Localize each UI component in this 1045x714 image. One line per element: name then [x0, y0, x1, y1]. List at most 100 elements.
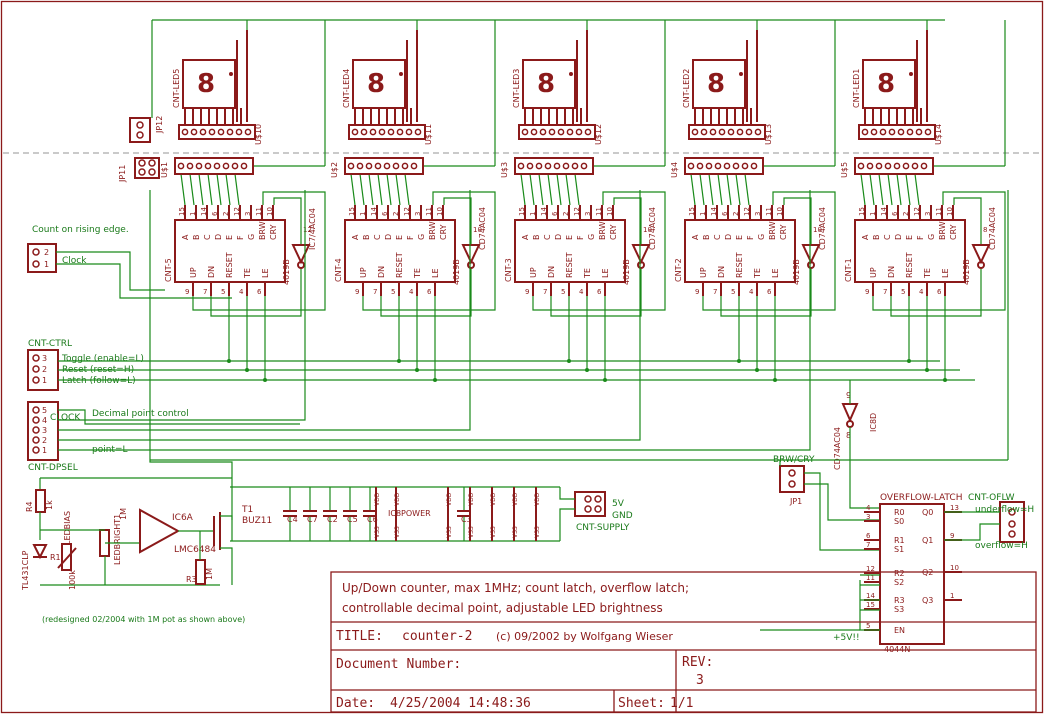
pin-number: 15 [858, 207, 866, 216]
pin-number: 3 [584, 212, 592, 216]
oflw-pin-number: 1 [950, 592, 954, 600]
inverter-part: CD74AC04 [818, 207, 827, 250]
pin-number-bottom: 4 [239, 288, 244, 296]
pin-label: G [417, 234, 426, 240]
pin-number: 15 [688, 207, 696, 216]
counter-stage-2: 8CNT-LED4U$11U$2A15B1C14D6E2F12G3BRW11CR… [330, 30, 487, 296]
pin-number: 10 [606, 207, 614, 216]
counter-ic: A15B1C14D6E2F12G3BRW11CRY10UP9DN7RESET5T… [504, 205, 626, 296]
oflw-pin-number: 10 [950, 564, 959, 572]
svg-text:8: 8 [367, 69, 385, 99]
pin-label: F [406, 235, 415, 240]
oflw-pin-label: S1 [894, 545, 904, 554]
pin-number-bottom: 4 [409, 288, 414, 296]
pin-number-bottom: 5 [561, 288, 565, 296]
clock-connector: Count on rising edge. 2 1 Clock [27, 225, 232, 299]
vss-label: VSS [534, 526, 541, 538]
sheet-value: 1/1 [670, 696, 693, 711]
pin-number: 15 [348, 207, 356, 216]
dpsel-pin1: 1 [42, 446, 47, 455]
led-us-label: U$13 [764, 124, 773, 145]
description-line2: controllable decimal point, adjustable L… [342, 601, 663, 615]
pin-number: 12 [743, 207, 751, 216]
date-value: 4/25/2004 14:48:36 [390, 696, 531, 711]
led-name: CNT-LED3 [512, 69, 521, 108]
pin-number: 15 [178, 207, 186, 216]
ic8d-label: IC8D [869, 413, 878, 432]
nets-layer [151, 19, 1006, 382]
oflw-pin-label: S0 [894, 517, 904, 526]
clock-label: Clock [62, 256, 87, 266]
dpsel-clock-label: CLOCK [50, 413, 81, 423]
oflw-pin-label: Q3 [922, 596, 933, 605]
pin-number: 6 [551, 211, 559, 216]
pin-label: BRW [258, 221, 267, 240]
jp1-label: JP1 [789, 497, 802, 506]
led-name: CNT-LED4 [342, 69, 351, 108]
oflw-pin-number: 6 [866, 532, 871, 540]
gate-name: 4019B [622, 259, 631, 285]
counter-header: U$2 [330, 157, 424, 178]
ctrl-toggle-label: Toggle (enable=L) [61, 354, 144, 364]
r3-label: R3 [186, 575, 197, 584]
pin-number: 11 [935, 207, 943, 216]
ic6a-part: LMC6484 [174, 545, 216, 555]
oflw-pin-number: 13 [950, 504, 959, 512]
header-us-label: U$4 [670, 162, 679, 178]
counter-stage-4: 8CNT-LED2U$13U$4A15B1C14D6E2F12G3BRW11CR… [670, 30, 827, 296]
led-us-label: U$12 [594, 124, 603, 145]
pin-label: C [713, 234, 722, 240]
oflw-pin-label: Q0 [922, 508, 933, 517]
counter-name: CNT-2 [674, 258, 683, 282]
pin-label-bottom: UP [869, 267, 878, 278]
pin-number: 12 [913, 207, 921, 216]
oflw-out-name: CNT-OFLW [968, 493, 1015, 503]
counter-stage-5: 8CNT-LED1U$14U$5A15B1C14D6E2F12G3BRW11CR… [840, 30, 997, 296]
pin-label: C [373, 234, 382, 240]
tl431-label: TL431CLP [21, 550, 30, 591]
pin-label: CRY [949, 224, 958, 240]
oflw-pin-label: R1 [894, 536, 905, 545]
pin-label-bottom: TE [583, 268, 592, 279]
pin-label: D [554, 234, 563, 240]
pin-number-bottom: 4 [579, 288, 584, 296]
pin-number: 1 [359, 212, 367, 216]
pin-number: 1 [529, 212, 537, 216]
pin-number: 3 [244, 212, 252, 216]
pin-number-bottom: 6 [937, 288, 942, 296]
pin-number: 14 [880, 207, 888, 216]
pin-label-bottom: RESET [225, 252, 234, 278]
oflw-pin-label: R3 [894, 596, 905, 605]
clock-pin1: 1 [44, 260, 49, 269]
underflow-label: underflow=H [975, 505, 1034, 515]
pin-number-bottom: 5 [901, 288, 905, 296]
copyright: (c) 09/2002 by Wolfgang Wieser [496, 630, 673, 643]
pin-number: 12 [233, 207, 241, 216]
docnum-label: Document Number: [336, 657, 461, 672]
pin-label: CRY [779, 224, 788, 240]
gate-name: 4019B [282, 259, 291, 285]
pin-number: 14 [200, 207, 208, 216]
pin-number: 6 [721, 211, 729, 216]
ctrl-pin2: 2 [42, 365, 47, 374]
title-label: TITLE: [336, 629, 383, 644]
led-name: CNT-LED1 [852, 69, 861, 108]
counter-header: U$4 [670, 157, 764, 178]
pin-label: A [521, 234, 530, 240]
title-value: counter-2 [402, 629, 472, 644]
pin-label: E [735, 235, 744, 240]
vss-label: VSS [512, 526, 519, 538]
inverter-input-pin: 10 [813, 226, 822, 234]
gate-name: 4019B [962, 259, 971, 285]
oflw-pin-label: S2 [894, 578, 904, 587]
counter-ic: A15B1C14D6E2F12G3BRW11CRY10UP9DN7RESET5T… [164, 205, 286, 296]
oflw-pin-number: 7 [866, 541, 870, 549]
title-block: Up/Down counter, max 1MHz; count latch, … [330, 571, 1037, 713]
